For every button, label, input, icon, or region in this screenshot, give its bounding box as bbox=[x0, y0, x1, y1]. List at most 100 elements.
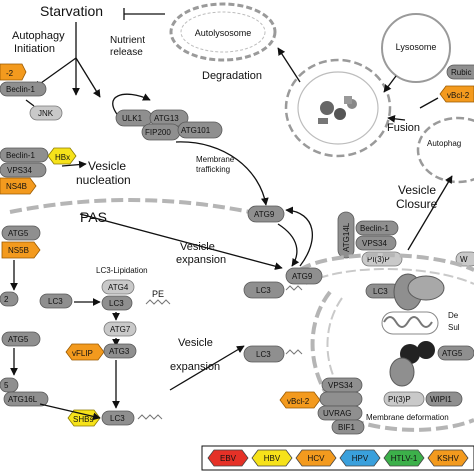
lc3-a-pill bbox=[39, 293, 73, 309]
atg4-label: ATG4 bbox=[108, 283, 129, 292]
legend-badge-hcv bbox=[295, 449, 337, 467]
jnk-pill bbox=[29, 105, 63, 121]
starvation-right-arrow bbox=[75, 57, 101, 98]
two-label: 2 bbox=[4, 295, 9, 304]
complex-blob-upper-2 bbox=[407, 275, 445, 301]
vbcl2-right-label: vBcl-2 bbox=[447, 91, 470, 100]
vesicle-nucleation-line1: Vesicle bbox=[88, 159, 126, 173]
hbx-hex bbox=[47, 147, 77, 165]
beclin1-right-label: Beclin-1 bbox=[360, 224, 389, 233]
expansion-b-arrow bbox=[169, 345, 245, 391]
legend-badge-hbv bbox=[251, 449, 293, 467]
legend-label-kshv: KSHV bbox=[437, 454, 459, 463]
lc3-f-label: LC3 bbox=[256, 350, 271, 359]
p2-hex bbox=[0, 63, 27, 81]
complex-blob-lower bbox=[389, 357, 415, 387]
lc3-a-label: LC3 bbox=[48, 297, 63, 306]
atg5-c-pill bbox=[437, 345, 474, 361]
coil-outline bbox=[381, 311, 439, 335]
legend-badge-ebv bbox=[207, 449, 249, 467]
atg3-pill bbox=[103, 343, 137, 359]
legend-badge-htlv-1 bbox=[383, 449, 425, 467]
atg-dark-circle-2 bbox=[417, 341, 435, 359]
atg7-pill bbox=[103, 321, 137, 337]
closure-arrow bbox=[407, 175, 453, 251]
atg5-c-label: ATG5 bbox=[442, 349, 463, 358]
vflip-label: vFLIP bbox=[72, 349, 93, 358]
atg101-label: ATG101 bbox=[181, 126, 211, 135]
lc3-e-label: LC3 bbox=[373, 287, 388, 296]
ns4b-label: NS4B bbox=[6, 182, 27, 191]
ns4b-hex bbox=[0, 177, 37, 195]
atg9-up-arrow bbox=[285, 206, 313, 267]
lysosome-label: Lysosome bbox=[396, 42, 437, 52]
lc3-d-label: LC3 bbox=[256, 286, 271, 295]
atg4-pill bbox=[101, 279, 135, 295]
atg9-lower-pill bbox=[285, 267, 323, 285]
lc3-c-pill bbox=[101, 410, 135, 426]
de-partial-label: De bbox=[448, 311, 459, 320]
legend-badge-hpv bbox=[339, 449, 381, 467]
legend-badge-kshv bbox=[427, 449, 469, 467]
lysosome-fusion-arrow bbox=[383, 75, 397, 93]
wipi-partial-label: W bbox=[460, 255, 468, 264]
atg13-label: ATG13 bbox=[154, 114, 179, 123]
shbs-label: SHBs bbox=[73, 415, 93, 424]
lc3-f-pill bbox=[243, 345, 285, 363]
legend-label-hcv: HCV bbox=[308, 454, 326, 463]
pe-label: PE bbox=[152, 289, 164, 299]
atg14l-pill bbox=[337, 211, 355, 259]
lc3-pe-squiggle bbox=[137, 414, 163, 420]
atg3-label: ATG3 bbox=[109, 347, 130, 356]
five-label: 5 bbox=[4, 381, 9, 390]
beclin1-mid-pill bbox=[0, 147, 49, 163]
atg5-a-label: ATG5 bbox=[8, 229, 29, 238]
pas-membrane bbox=[9, 198, 251, 214]
atg9-down-arrow bbox=[277, 223, 300, 267]
atg5-b-label: ATG5 bbox=[8, 335, 29, 344]
lc3-f-squiggle bbox=[285, 349, 303, 355]
autophagosome-partial-shape bbox=[416, 116, 474, 184]
vesicle-expansion-a-line1: Vesicle bbox=[180, 241, 215, 253]
vesicle-expansion-b-line2: expansion bbox=[170, 361, 220, 373]
nutrient-release-line2: release bbox=[110, 47, 143, 58]
atg16l-label: ATG16L bbox=[8, 395, 38, 404]
fip200-label: FIP200 bbox=[145, 128, 171, 137]
fusion-vesicle-shape bbox=[284, 58, 392, 158]
rubicon-label: Rubic bbox=[451, 68, 471, 77]
lc3-c-label: LC3 bbox=[110, 414, 125, 423]
degradation-label: Degradation bbox=[202, 70, 262, 82]
atg14l-label: ATG14L bbox=[342, 222, 351, 252]
atg101-pill bbox=[177, 121, 223, 139]
lc3-d-pill bbox=[243, 281, 285, 299]
starvation-label: Starvation bbox=[40, 3, 103, 19]
pi3p-upper-label: PI(3)P bbox=[367, 255, 390, 264]
vesicle-expansion-a-line2: expansion bbox=[176, 254, 226, 266]
hbx-label: HBx bbox=[55, 153, 70, 162]
sul-partial-label: Sul bbox=[448, 323, 460, 332]
vesicle-nucleation-line2: nucleation bbox=[76, 173, 131, 187]
vps34-right-pill bbox=[355, 235, 397, 251]
ulk-loop-arrow bbox=[112, 93, 151, 119]
uvrag-label: UVRAG bbox=[323, 409, 351, 418]
lc3-d-squiggle bbox=[285, 285, 303, 291]
beclin1-top-label: Beclin-1 bbox=[6, 85, 35, 94]
lc3-b-label: LC3 bbox=[109, 299, 124, 308]
vbcl2-low-label: vBcl-2 bbox=[287, 397, 310, 406]
bif1-pill bbox=[331, 419, 365, 435]
vps34-right-label: VPS34 bbox=[362, 239, 387, 248]
atg5-b-pill bbox=[1, 331, 41, 347]
membrane-deformation-label: Membrane deformation bbox=[366, 413, 449, 422]
pi3p-low-pill bbox=[383, 391, 425, 407]
ns5b-label: NS5B bbox=[8, 246, 29, 255]
vps34-mid-label: VPS34 bbox=[7, 166, 32, 175]
vesicle-closure-line2: Closure bbox=[396, 197, 438, 211]
vps34-mid-pill bbox=[0, 162, 47, 178]
two-pill bbox=[0, 291, 19, 307]
bif1-label: BIF1 bbox=[338, 423, 355, 432]
vesicle-closure-line1: Vesicle bbox=[398, 183, 436, 197]
legend-label-ebv: EBV bbox=[220, 454, 237, 463]
beclin1-top-pill bbox=[0, 81, 47, 97]
autophagosome-label: Autophag bbox=[427, 139, 461, 148]
